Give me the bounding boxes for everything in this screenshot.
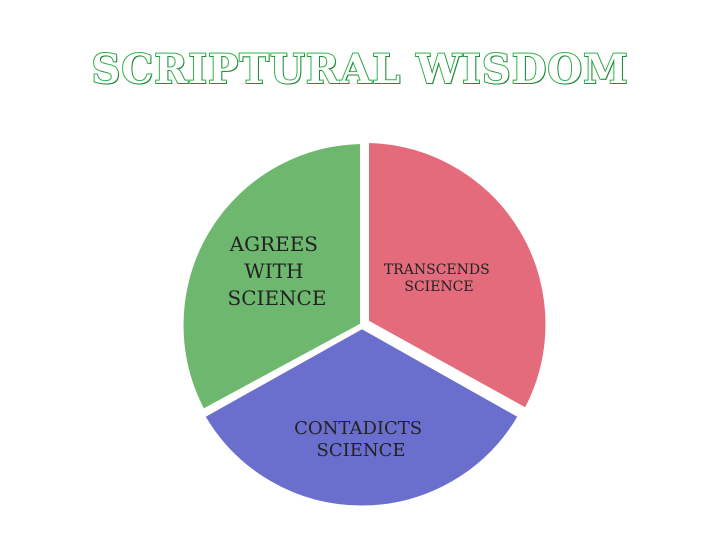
segment-transcends-science xyxy=(365,138,550,413)
label-transcends-science: TRANSCENDS SCIENCE xyxy=(384,262,494,295)
slide-title: SCRIPTURAL WISDOM xyxy=(90,45,629,94)
label-agrees-line-3: SCIENCE xyxy=(228,286,327,310)
segment-agrees-with-science xyxy=(179,139,364,414)
label-contradicts-line-2: SCIENCE xyxy=(316,440,405,461)
label-contradicts-line-1: CONTADICTS xyxy=(294,418,422,439)
label-agrees-with-science: AGREES WITH SCIENCE xyxy=(228,232,327,310)
segment-contradicts-science xyxy=(200,324,523,510)
label-agrees-line-1: AGREES xyxy=(229,232,318,256)
label-contradicts-science: CONTADICTS SCIENCE xyxy=(294,418,428,461)
label-transcends-line-1: TRANSCENDS xyxy=(384,262,490,278)
label-agrees-line-2: WITH xyxy=(244,259,303,283)
label-transcends-line-2: SCIENCE xyxy=(404,279,473,295)
pie-segments xyxy=(179,138,550,510)
